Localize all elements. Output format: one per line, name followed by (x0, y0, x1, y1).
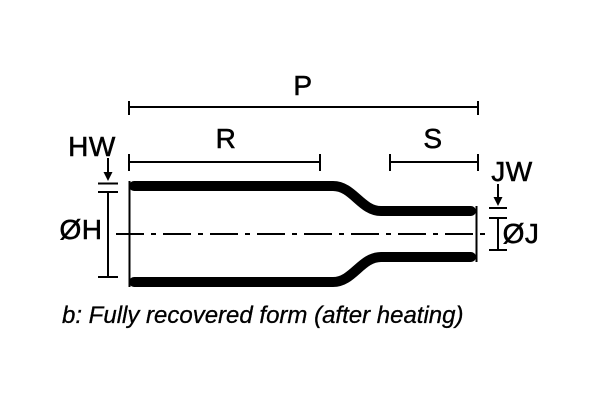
tube-body (128, 181, 478, 287)
dia-h-dimension (98, 191, 118, 278)
label-dia-h: ØH (59, 214, 103, 245)
dim-line-s (389, 154, 479, 171)
figure-caption: b: Fully recovered form (after heating) (62, 302, 464, 329)
dim-line-r (128, 154, 321, 171)
down-arrow-icon (493, 197, 503, 206)
label-s: S (423, 123, 443, 154)
down-arrow-icon (103, 172, 113, 181)
label-dia-j: ØJ (502, 218, 540, 249)
hw-wall-indicator (98, 158, 118, 185)
label-hw: HW (68, 131, 116, 162)
tube-bottom-wall (129, 252, 476, 287)
label-p: P (293, 70, 313, 101)
label-jw: JW (491, 156, 533, 187)
tube-top-wall (129, 181, 476, 216)
jw-wall-indicator (489, 184, 507, 209)
label-r: R (215, 123, 237, 154)
dia-j-dimension (489, 217, 507, 251)
dim-line-p (128, 101, 479, 115)
